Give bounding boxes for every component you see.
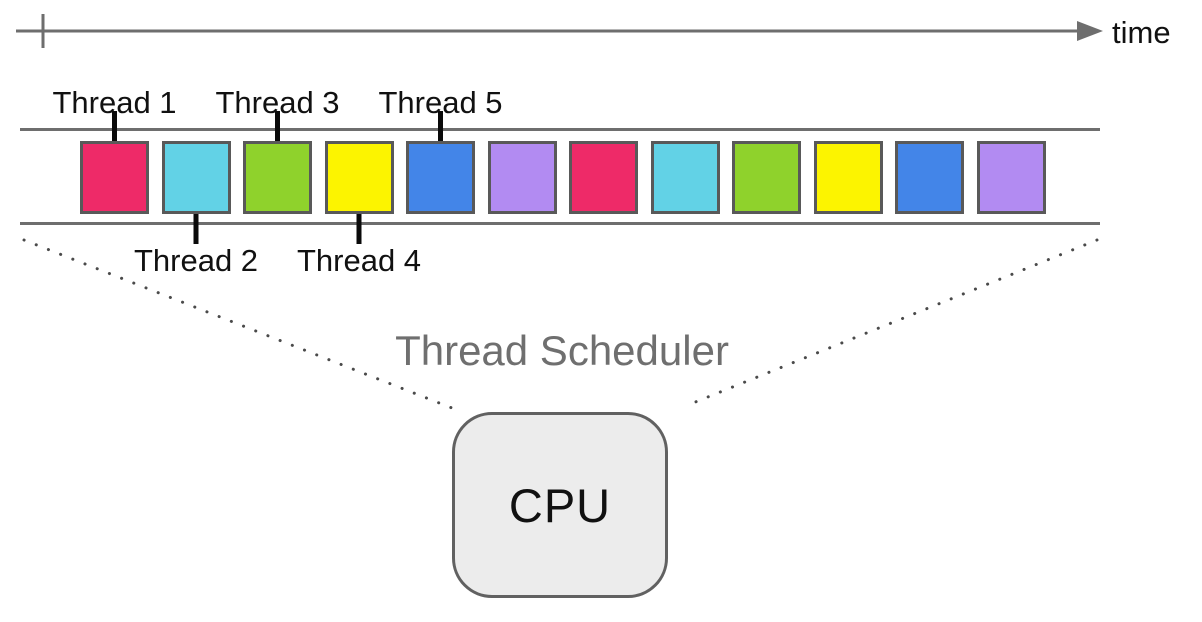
thread-block-1	[80, 141, 149, 214]
thread-block-11	[895, 141, 964, 214]
thread-block-6	[487, 141, 557, 214]
thread-block-4	[324, 141, 394, 214]
thread-block-10	[813, 141, 883, 214]
thread-2-label: Thread 2	[133, 243, 259, 278]
cpu-box: CPU	[452, 412, 668, 598]
thread-block-12	[976, 141, 1046, 214]
thread-5-label: Thread 5	[378, 85, 503, 120]
thread-block-5	[406, 141, 475, 214]
thread-scheduler-label: Thread Scheduler	[395, 327, 729, 374]
thread-block-8	[650, 141, 720, 214]
thread-block-7	[569, 141, 638, 214]
thread-3-label: Thread 3	[215, 85, 340, 120]
scheduler-dotted-line-right	[686, 238, 1099, 407]
thread-block-9	[732, 141, 801, 214]
thread-block-3	[243, 141, 312, 214]
thread-4-label: Thread 4	[296, 243, 422, 278]
time-axis-label: time	[1112, 15, 1171, 50]
thread-1-label: Thread 1	[52, 85, 177, 120]
cpu-label: CPU	[508, 478, 612, 532]
timeline-arrowhead-icon	[1077, 21, 1103, 41]
thread-block-2	[161, 141, 231, 214]
